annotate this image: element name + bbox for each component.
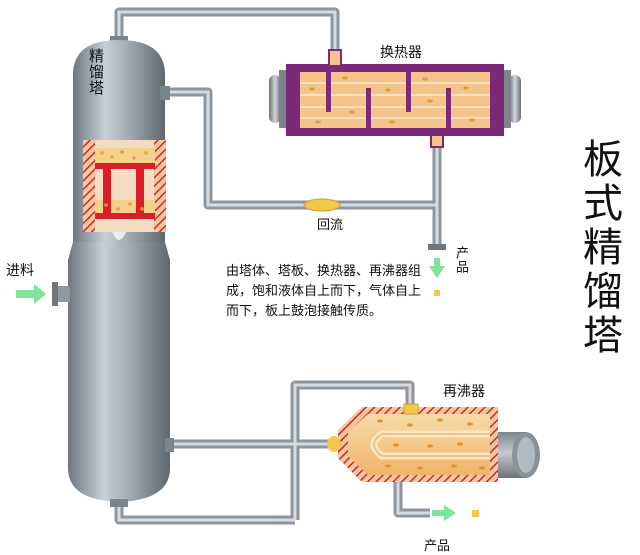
heat-exchanger bbox=[269, 49, 521, 148]
feed-arrow bbox=[16, 284, 46, 304]
feed-label: 进料 bbox=[6, 263, 34, 279]
tray-section bbox=[83, 140, 166, 240]
reflux-label: 回流 bbox=[317, 218, 344, 233]
reboiler bbox=[327, 403, 540, 482]
vapor-pipe bbox=[114, 7, 340, 52]
diagram-title: 板式精馏塔 bbox=[576, 138, 622, 358]
tower-label: 精馏塔 bbox=[87, 48, 105, 96]
product-arrow-bottom bbox=[432, 505, 479, 521]
description-text: 由塔体、塔板、换热器、再沸器组成，饱和液体自上而下，气体自上而下，板上鼓泡接触传… bbox=[226, 264, 422, 319]
heat-exchanger-label: 换热器 bbox=[380, 45, 422, 61]
distillation-column bbox=[52, 36, 174, 507]
product-arrow-top bbox=[429, 258, 445, 296]
product-top-label: 产品 bbox=[453, 246, 468, 274]
reboiler-label: 再沸器 bbox=[443, 384, 485, 400]
product-bottom-label: 产品 bbox=[424, 539, 451, 554]
reflux-drum bbox=[303, 198, 341, 212]
